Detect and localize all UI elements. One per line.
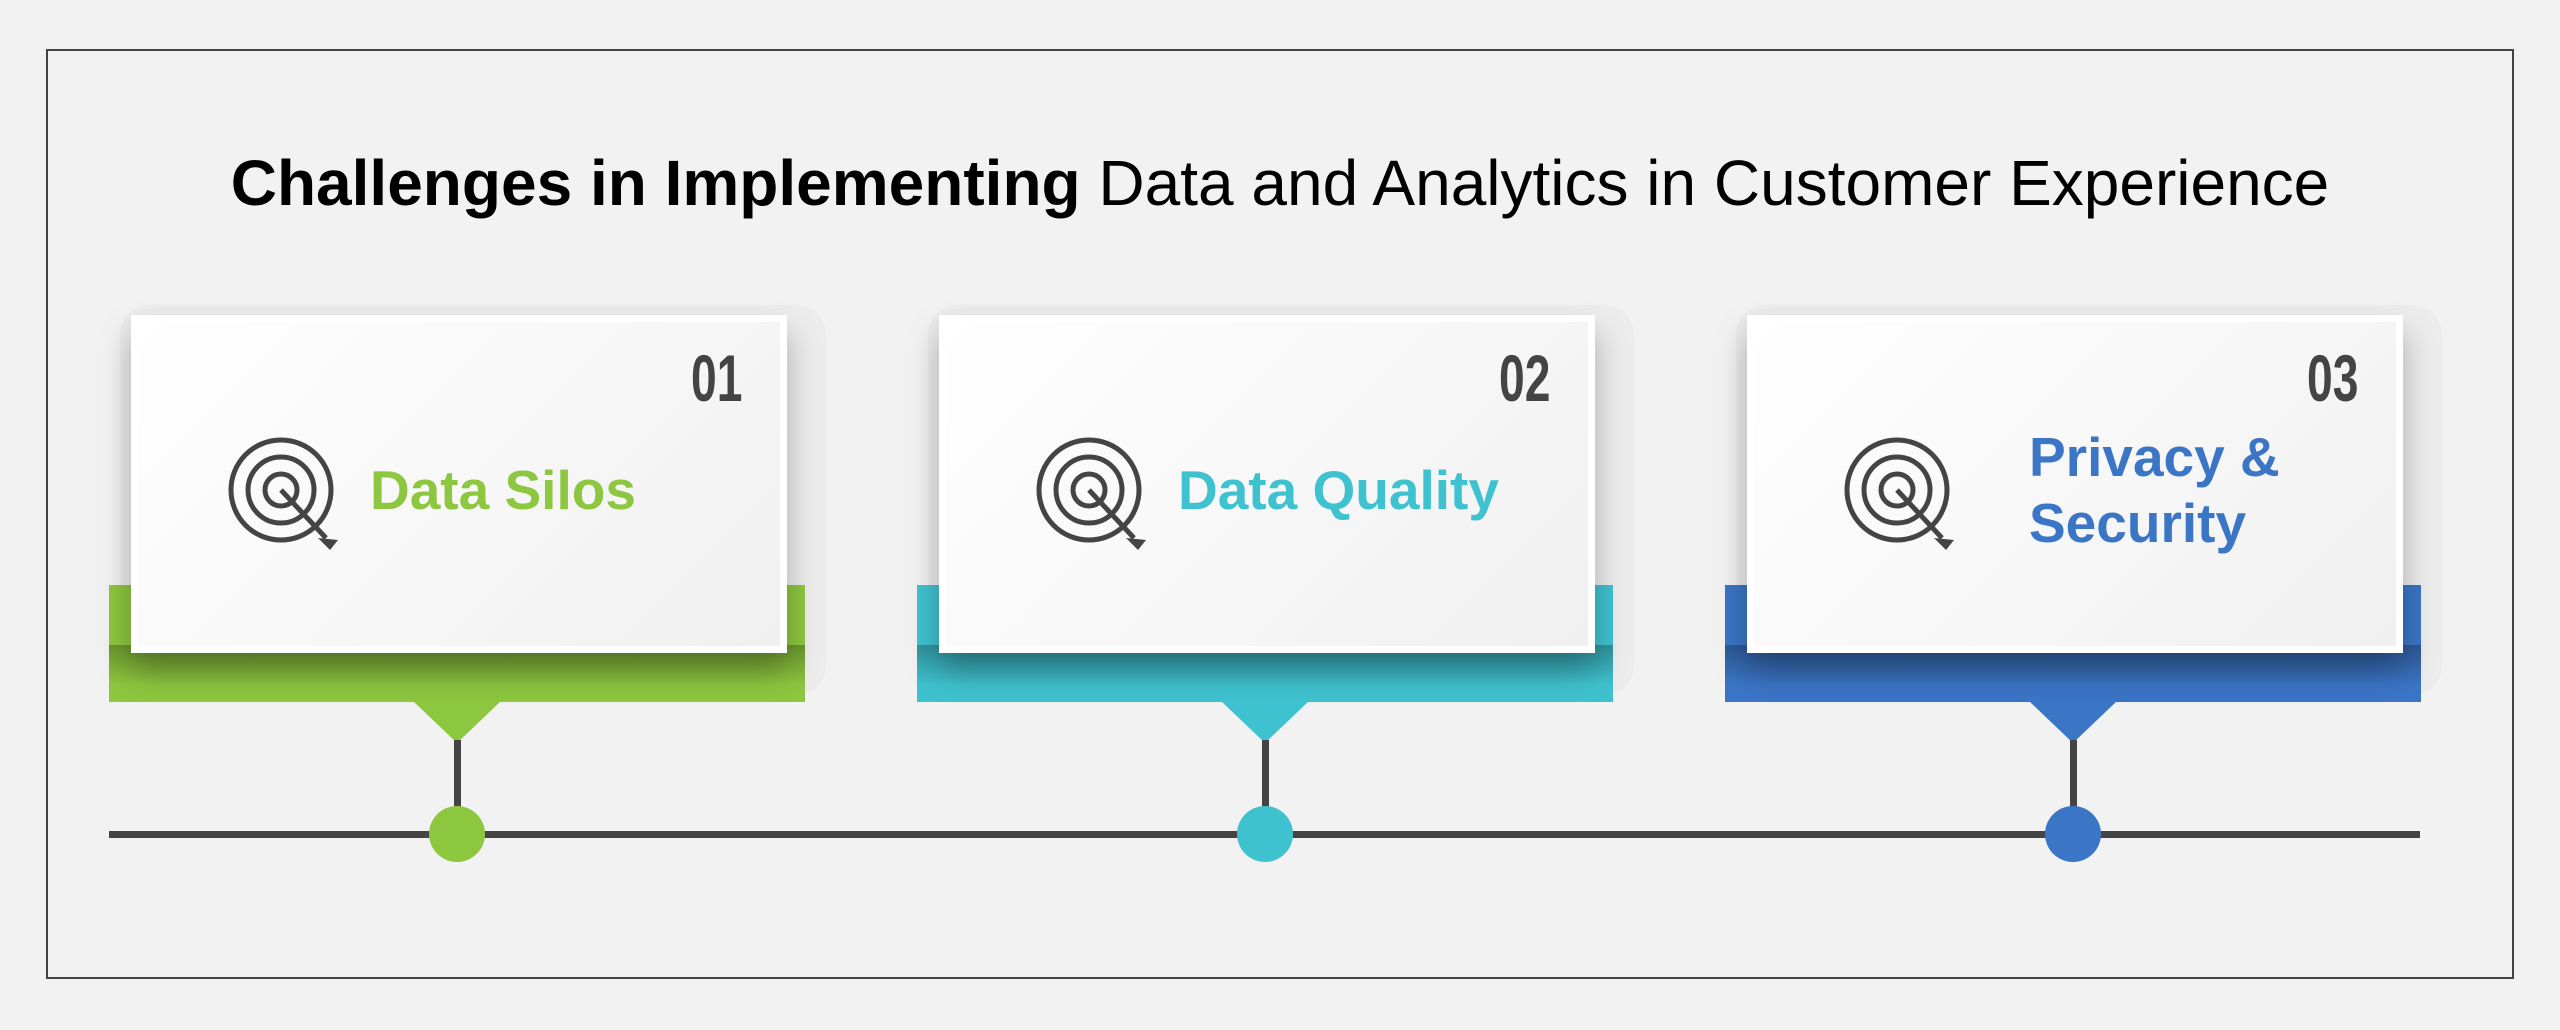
title-bold: Challenges in Implementing bbox=[230, 147, 1081, 219]
challenge-item: 02 Data Quality bbox=[808, 0, 1634, 900]
timeline-dot bbox=[429, 806, 485, 862]
target-icon bbox=[1036, 437, 1146, 550]
connector-stem bbox=[454, 740, 461, 820]
connector-stem bbox=[1262, 740, 1269, 820]
infographic-frame bbox=[46, 49, 2514, 979]
challenge-card: 01 Data Silos bbox=[131, 315, 787, 653]
target-icon bbox=[228, 437, 338, 550]
pointer-triangle bbox=[1221, 701, 1309, 743]
page-title: Challenges in Implementing Data and Anal… bbox=[0, 146, 2560, 220]
challenge-item: 03 Privacy & Security bbox=[1616, 0, 2442, 900]
challenge-label: Privacy & Security bbox=[2029, 426, 2280, 554]
step-number: 01 bbox=[690, 341, 742, 415]
challenge-card: 03 Privacy & Security bbox=[1747, 315, 2403, 653]
pointer-triangle bbox=[413, 701, 501, 743]
target-icon bbox=[1844, 437, 1954, 550]
challenge-label: Data Silos bbox=[370, 459, 636, 521]
title-regular: Data and Analytics in Customer Experienc… bbox=[1098, 147, 2330, 219]
challenge-item: 01 Data Silos bbox=[0, 0, 826, 900]
connector-stem bbox=[2070, 740, 2077, 820]
timeline-dot bbox=[2045, 806, 2101, 862]
challenge-card: 02 Data Quality bbox=[939, 315, 1595, 653]
step-number: 03 bbox=[2306, 341, 2358, 415]
challenge-label: Data Quality bbox=[1178, 459, 1499, 521]
step-number: 02 bbox=[1498, 341, 1550, 415]
pointer-triangle bbox=[2029, 701, 2117, 743]
timeline-dot bbox=[1237, 806, 1293, 862]
